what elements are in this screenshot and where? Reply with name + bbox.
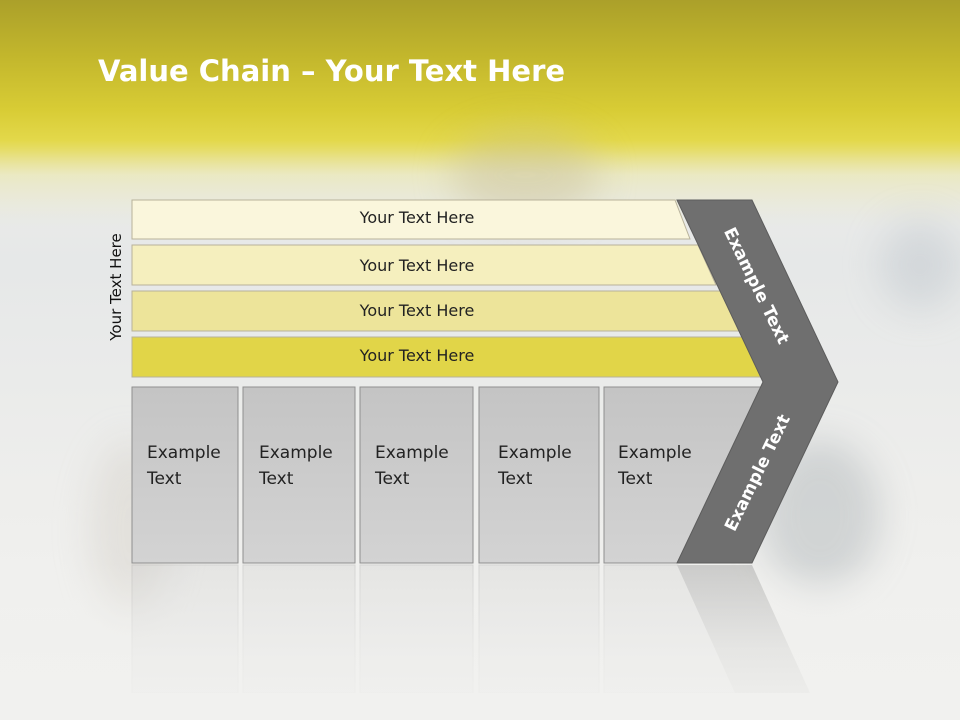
bar-2-label: Your Text Here <box>359 256 475 275</box>
reflection-fade <box>0 563 960 720</box>
bar-1 <box>131 199 691 240</box>
box-4-line2: Text <box>498 469 533 489</box>
page-title: Value Chain – Your Text Here <box>98 54 565 88</box>
title-bold: Value Chain <box>98 54 291 88</box>
box-2-line2: Text <box>259 469 294 489</box>
box-2 <box>242 386 356 564</box>
box-2-line1: Example <box>259 443 333 463</box>
box-3-line2: Text <box>375 469 410 489</box>
bar-4-label: Your Text Here <box>359 346 475 365</box>
box-4-line1: Example <box>498 443 572 463</box>
background-photo-detail <box>880 220 960 310</box>
box-5-line2: Text <box>618 469 653 489</box>
title-rest: – Your Text Here <box>290 54 566 88</box>
bar-2 <box>131 244 717 286</box>
box-3-line1: Example <box>375 443 449 463</box>
box-1-line1: Example <box>147 443 221 463</box>
box-3 <box>359 386 474 564</box>
bar-3-label: Your Text Here <box>359 301 475 320</box>
box-4 <box>478 386 600 564</box>
bar-1-label: Your Text Here <box>359 208 475 227</box>
box-1-line2: Text <box>147 469 182 489</box>
box-5-line1: Example <box>618 443 692 463</box>
